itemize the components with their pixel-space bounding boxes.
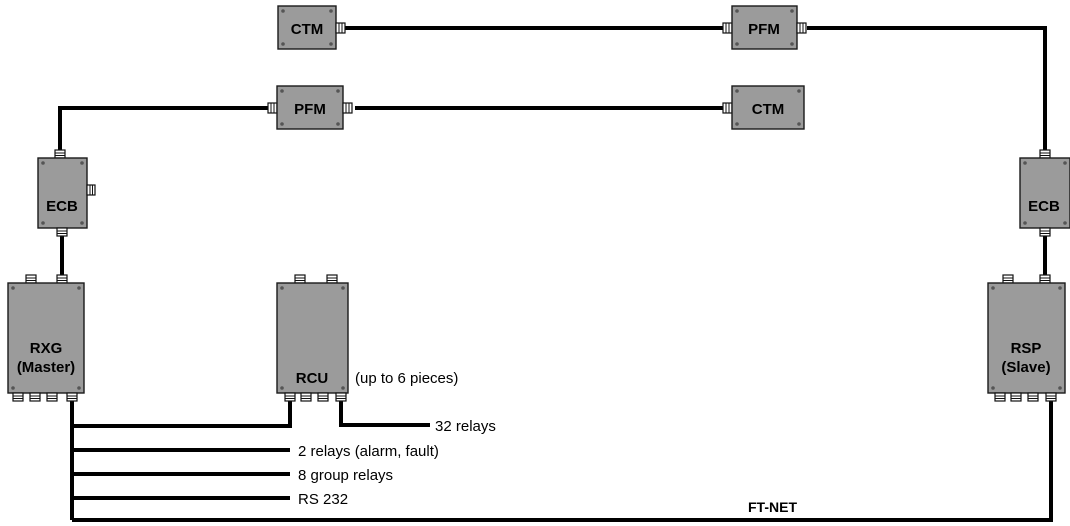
rsp-slave-unit: RSP (Slave) [987,274,1066,402]
ecb-right-unit: ECB [1019,149,1070,237]
ecb-left-unit: ECB [37,149,96,237]
ftnet-label: FT-NET [748,499,797,515]
cable-rxg-rcu [72,400,292,428]
ecb-left-label: ECB [46,198,78,215]
cable-ftnet [72,400,1053,522]
ecb-right-label: ECB [1028,198,1060,215]
cable-pfm-ecb-right [807,26,1047,150]
cable-ecb-pfm-left [58,106,270,150]
relays-2-label: 2 relays (alarm, fault) [298,443,439,460]
ctm-top-label: CTM [291,21,324,38]
ctm-mid-unit: CTM [722,85,805,130]
ctm-top-unit: CTM [277,5,346,50]
rcu-unit: RCU [276,274,349,402]
rcu-quantity-note: (up to 6 pieces) [355,370,458,387]
rsp-role-label: (Slave) [1001,359,1050,376]
ctm-mid-label: CTM [752,101,785,118]
pfm-mid-label: PFM [294,101,326,118]
rsp-label: RSP [1011,340,1042,357]
rxg-master-unit: RXG (Master) [7,274,85,402]
rs232-label: RS 232 [298,491,348,508]
pfm-top-unit: PFM [722,5,807,50]
group-relays-label: 8 group relays [298,467,393,484]
cable-32-relays [339,400,430,427]
pfm-top-label: PFM [748,21,780,38]
rcu-label: RCU [296,370,329,387]
relays-32-label: 32 relays [435,418,496,435]
rxg-role-label: (Master) [17,359,75,376]
cables [58,26,1053,522]
rxg-label: RXG [30,340,63,357]
pfm-mid-unit: PFM [267,85,353,130]
